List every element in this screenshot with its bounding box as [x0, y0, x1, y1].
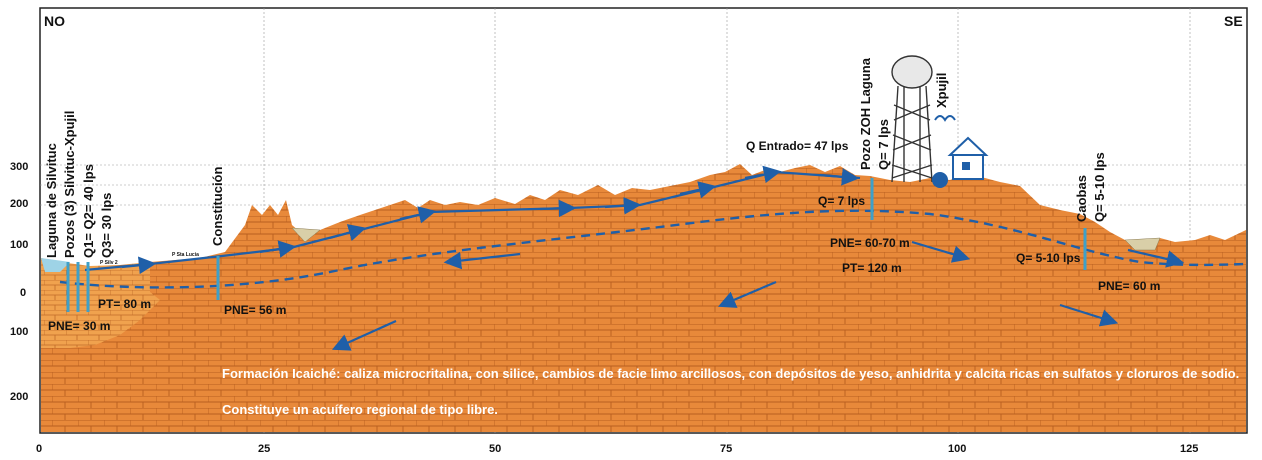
- y-tick-label: 200: [10, 391, 28, 403]
- label-pozos-q1: Q1= Q2= 40 lps: [81, 164, 96, 258]
- label-pozo-zoh: Pozo ZOH Laguna: [858, 57, 873, 170]
- y-tick-label: 200: [10, 198, 28, 210]
- y-tick-label: 100: [10, 239, 28, 251]
- water-tower-icon: [891, 55, 933, 183]
- x-tick-label: 125: [1180, 443, 1198, 455]
- label-caobas: Caobas: [1074, 175, 1089, 222]
- annotation-q7: Q= 7 lps: [818, 194, 865, 208]
- y-tick-label: 300: [10, 161, 28, 173]
- annotation-pne-30: PNE= 30 m: [48, 319, 110, 333]
- label-pozos-q3: Q3= 30 lps: [99, 193, 114, 258]
- well-casings: [66, 178, 1087, 312]
- sediment-patch: [1124, 237, 1161, 251]
- label-pozo-zoh-q: Q= 7 lps: [876, 119, 891, 170]
- y-axis: 300 200 100 0 100 200: [10, 161, 28, 403]
- y-tick-label: 100: [10, 326, 28, 338]
- label-xpujil: Xpujil: [934, 73, 949, 108]
- plot-frame: [39, 7, 1248, 434]
- orientation-right: SE: [1224, 13, 1243, 29]
- flow-arrows: [121, 165, 1185, 351]
- label-pozos: Pozos (3) Silvituc-Xpujil: [62, 111, 77, 258]
- annotation-q-510: Q= 5-10 lps: [1016, 251, 1081, 265]
- x-tick-label: 75: [720, 443, 732, 455]
- terrain-formation: [150, 164, 1246, 292]
- annotation-pne-60: PNE= 60 m: [1098, 279, 1160, 293]
- annotation-q-entrado: Q Entrado= 47 lps: [746, 139, 849, 153]
- label-small-well: P Sta Lucia: [172, 252, 199, 258]
- left-basin: [41, 258, 160, 348]
- legend-formation: Formación Icaiché: caliza microcritalina…: [222, 366, 1239, 381]
- water-table: [59, 209, 1247, 289]
- label-small-well: P Silv 2: [100, 260, 118, 266]
- label-laguna: Laguna de Silvituc: [44, 143, 59, 258]
- label-constitucion: Constitución: [210, 167, 225, 246]
- house-icon: [932, 115, 989, 188]
- annotation-pne-6070: PNE= 60-70 m: [830, 236, 910, 250]
- laguna-water: [41, 258, 70, 272]
- sediment-patch: [291, 227, 321, 243]
- flow-path-upper: [84, 170, 861, 272]
- annotation-pne-56: PNE= 56 m: [224, 303, 286, 317]
- annotation-pt-120: PT= 120 m: [842, 261, 902, 275]
- x-tick-label: 0: [36, 443, 42, 455]
- x-tick-label: 25: [258, 443, 270, 455]
- deep-formation: [41, 292, 1246, 432]
- legend-aquifer: Constituye un acuífero regional de tipo …: [222, 402, 498, 417]
- orientation-left: NO: [44, 13, 65, 29]
- label-caobas-q: Q= 5-10 lps: [1092, 152, 1107, 222]
- y-tick-label: 0: [20, 287, 26, 299]
- x-tick-label: 100: [948, 443, 966, 455]
- x-axis: 0 25 50 75 100 125: [36, 443, 1198, 455]
- x-tick-label: 50: [489, 443, 501, 455]
- annotation-pt-80: PT= 80 m: [98, 297, 151, 311]
